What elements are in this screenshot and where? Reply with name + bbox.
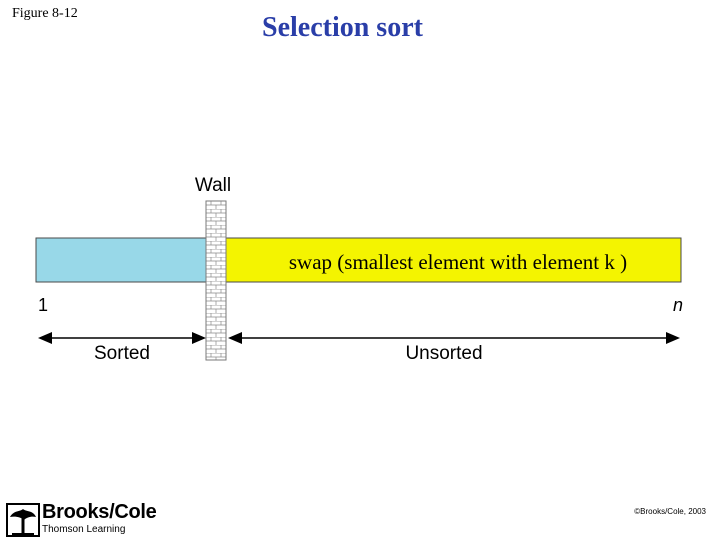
publisher-logo: Brooks/Cole Thomson Learning [6, 501, 170, 537]
logo-brand: Brooks/Cole [42, 501, 157, 523]
copyright-notice: ©Brooks/Cole, 2003 [634, 507, 706, 516]
unsorted-label: Unsorted [405, 343, 482, 364]
sorted-arrow [38, 332, 206, 344]
unsorted-arrow [228, 332, 680, 344]
sorted-region [35, 237, 209, 283]
wall [205, 200, 227, 361]
swap-text: swap (smallest element with element k ) [289, 250, 627, 274]
tree-icon [6, 503, 40, 537]
unsorted-region [223, 237, 682, 283]
sorted-label: Sorted [94, 343, 150, 364]
end-index-label: n [673, 295, 683, 315]
figure-label: Figure 8-12 [12, 6, 78, 21]
logo-subtitle: Thomson Learning [42, 524, 126, 535]
wall-label: Wall [195, 175, 231, 196]
start-index-label: 1 [38, 295, 48, 315]
page-title: Selection sort [262, 12, 423, 43]
